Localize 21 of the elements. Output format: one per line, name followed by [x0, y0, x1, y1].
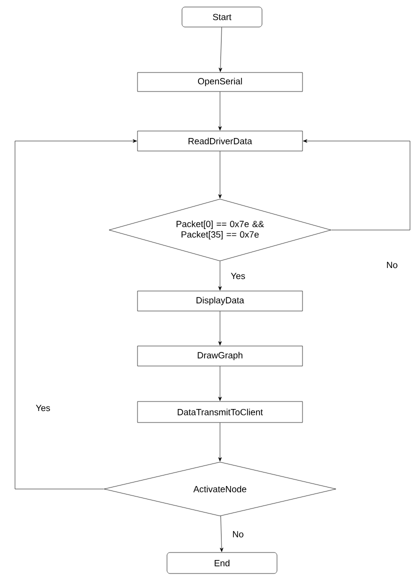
process-box: DrawGraph	[137, 346, 303, 366]
edge-label: Yes	[34, 404, 52, 412]
arrow	[218, 422, 222, 462]
arrow	[218, 151, 222, 198]
terminal-box: Start	[182, 6, 262, 28]
arrow	[220, 516, 224, 552]
arrow	[218, 27, 222, 72]
process-box: DataTransmitToClient	[137, 401, 303, 423]
process-box: ReadDriverData	[137, 130, 303, 152]
arrow	[218, 366, 222, 401]
arrow	[303, 139, 410, 230]
edge-label: No	[385, 260, 399, 270]
arrow	[218, 261, 222, 290]
process-box: DisplayData	[137, 290, 303, 312]
edge-label: No	[231, 530, 245, 538]
arrow	[218, 92, 222, 130]
arrow	[218, 311, 222, 346]
edge-label: Yes	[230, 272, 246, 280]
terminal-box: End	[166, 552, 278, 574]
process-box: OpenSerial	[137, 72, 303, 92]
arrow	[14, 139, 137, 490]
